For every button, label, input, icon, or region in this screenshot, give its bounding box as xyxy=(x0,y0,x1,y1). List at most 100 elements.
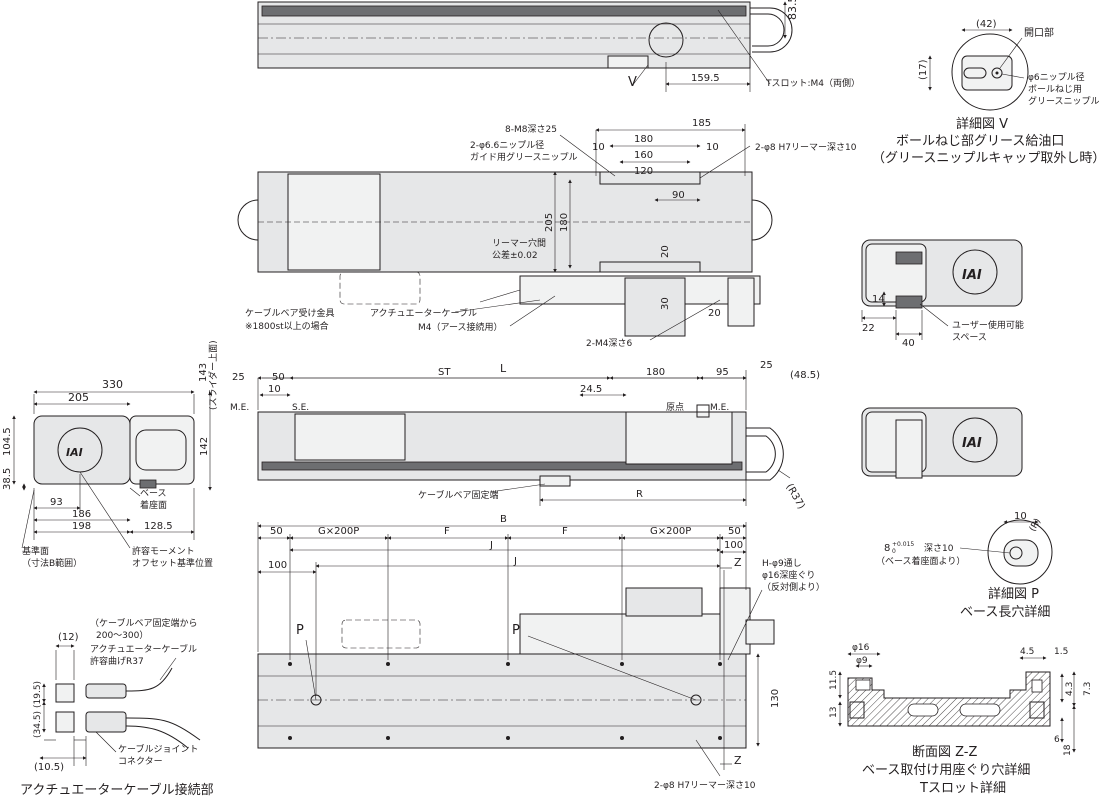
section-d4-5: 4.5 xyxy=(1020,647,1034,657)
section-d13: 13 xyxy=(829,707,839,718)
bottom-dim-50a: 50 xyxy=(270,526,283,537)
detail-v xyxy=(928,28,1029,111)
side-dim-R: R xyxy=(636,489,643,500)
detail-v-dim-17: (17) xyxy=(918,59,929,80)
end-view xyxy=(12,390,212,549)
side-dim-48-5: (48.5) xyxy=(790,370,820,381)
plan-dim-205: 205 xyxy=(544,213,555,232)
bottom-p1: P xyxy=(296,623,304,638)
side-view xyxy=(257,370,791,506)
right-dim-14: 14 xyxy=(872,294,885,305)
cable-d10-5: (10.5) xyxy=(34,762,64,773)
plan-label-nipple-1: 2-φ6.6ニップル径 xyxy=(470,139,544,151)
end-dim-198: 198 xyxy=(72,521,91,532)
right-view-logo-bottom: IAI xyxy=(962,436,982,451)
section-d1-5: 1.5 xyxy=(1054,647,1068,657)
plan-dim-20a: 20 xyxy=(660,245,671,258)
detail-v-title-3: （グリースニップルキャップ取外し時） xyxy=(872,151,1102,166)
side-dim-24-5: 24.5 xyxy=(580,384,602,395)
cable-joint-2: コネクター xyxy=(118,756,163,767)
plan-dim-120: 120 xyxy=(634,166,653,177)
right-user-space-2: スペース xyxy=(952,333,987,343)
end-dim-104-5: 104.5 xyxy=(2,427,13,456)
section-d16: φ16 xyxy=(852,643,870,653)
bottom-dim-F1: F xyxy=(444,526,450,537)
plan-dim-20b: 20 xyxy=(708,308,721,319)
detail-p-depth: 深さ10 xyxy=(924,543,954,554)
side-dim-95: 95 xyxy=(716,367,729,378)
bottom-dim-50b: 50 xyxy=(728,526,741,537)
plan-label-m8: 8-M8深さ25 xyxy=(505,124,557,135)
side-dim-25a: 25 xyxy=(232,372,245,383)
right-end-view-bottom xyxy=(861,407,1023,479)
right-view-logo-top: IAI xyxy=(962,268,982,283)
detail-v-dim-42: (42) xyxy=(976,19,997,30)
plan-label-reamer-pitch-1: リーマー穴間 xyxy=(492,237,546,249)
top-dim-159-5: 159.5 xyxy=(691,73,720,84)
bottom-dim-F2: F xyxy=(562,526,568,537)
side-label-fixed-end: ケーブルベア固定端 xyxy=(418,489,498,501)
detail-p-title-2: ベース長穴詳細 xyxy=(960,604,1050,620)
end-base-mount-2: 着座面 xyxy=(140,499,167,511)
end-ref-1: 基準面 xyxy=(22,545,49,557)
side-dim-50: 50 xyxy=(272,372,285,383)
section-d4-3: 4.3 xyxy=(1065,682,1075,696)
plan-label-bracket-1: ケーブルベア受け金具 xyxy=(245,307,334,319)
end-logo: IAI xyxy=(66,446,83,459)
top-label-tslot: Tスロット:M4（両側） xyxy=(765,77,860,89)
detail-v-title-2: ボールねじ部グリース給油口 xyxy=(896,134,1064,149)
cable-d34-5: (34.5) xyxy=(33,711,43,738)
plan-label-nipple-2: ガイド用グリースニップル xyxy=(470,151,578,163)
side-dim-ST: ST xyxy=(438,367,451,378)
cable-d19-5: (19.5) xyxy=(33,681,43,708)
section-title-1: 断面図 Z-Z xyxy=(912,745,978,760)
top-view xyxy=(257,1,793,92)
plan-dim-180: 180 xyxy=(634,134,653,145)
detail-p-ref: （ベース着座面より） xyxy=(876,555,965,567)
detail-p-dim-R: (R) xyxy=(1028,517,1043,534)
detail-p-tol0: 0 xyxy=(892,548,896,555)
section-title-2: ベース取付け用座ぐり穴詳細 xyxy=(862,762,1030,778)
cable-connection xyxy=(39,644,201,766)
side-dim-R37: (R37) xyxy=(783,482,806,511)
end-dim-38-5: 38.5 xyxy=(2,468,13,490)
cable-title: アクチュエーターケーブル接続部 xyxy=(20,782,214,798)
bottom-h-3: （反対側より） xyxy=(762,581,825,593)
bottom-h-1: H-φ9通し xyxy=(762,558,802,569)
side-label-me-left: M.E. xyxy=(230,403,249,413)
cable-d12: (12) xyxy=(58,632,79,643)
detail-p-tol: +0.015 xyxy=(892,541,914,548)
cable-bend-2: 許容曲げR37 xyxy=(90,655,144,667)
side-label-me-right: M.E. xyxy=(710,403,729,413)
top-dim-83-5: 83.5 xyxy=(786,0,799,20)
bottom-z1: Z xyxy=(734,556,742,569)
detail-v-nipple-2: ボールねじ用 xyxy=(1028,84,1082,95)
plan-dim-90: 90 xyxy=(672,190,685,201)
detail-v-nipple-1: φ6ニップル径 xyxy=(1028,71,1085,83)
end-dim-186: 186 xyxy=(72,509,91,520)
plan-dim-30: 30 xyxy=(660,297,671,310)
detail-p xyxy=(959,519,1053,585)
detail-p-dim-10: 10 xyxy=(1014,511,1027,522)
cable-from-fixed-1: （ケーブルベア固定端から xyxy=(90,617,197,629)
plan-dim-185: 185 xyxy=(692,118,711,129)
right-user-space-1: ユーザー使用可能 xyxy=(952,319,1024,331)
detail-v-opening: 開口部 xyxy=(1024,26,1054,39)
bottom-dim-G2: G×200P xyxy=(650,526,691,537)
top-label-v: V xyxy=(628,75,637,90)
section-zz xyxy=(838,652,1076,753)
side-dim-25b: 25 xyxy=(760,360,773,371)
end-dim-142: 142 xyxy=(199,437,210,456)
plan-dim-10b: 10 xyxy=(706,142,719,153)
right-dim-40: 40 xyxy=(902,338,915,349)
detail-p-title-1: 詳細図 P xyxy=(988,586,1039,602)
end-base-mount-1: ベース xyxy=(140,489,167,499)
bottom-z2: Z xyxy=(734,754,742,767)
bottom-dim-G1: G×200P xyxy=(318,526,359,537)
cable-from-fixed-2: 200〜300） xyxy=(96,630,148,641)
plan-label-act-cable: アクチュエーターケーブル xyxy=(370,307,477,319)
section-d9: φ9 xyxy=(856,656,868,666)
end-moment-1: 許容モーメント xyxy=(132,545,195,557)
end-dim-205: 205 xyxy=(68,391,89,404)
